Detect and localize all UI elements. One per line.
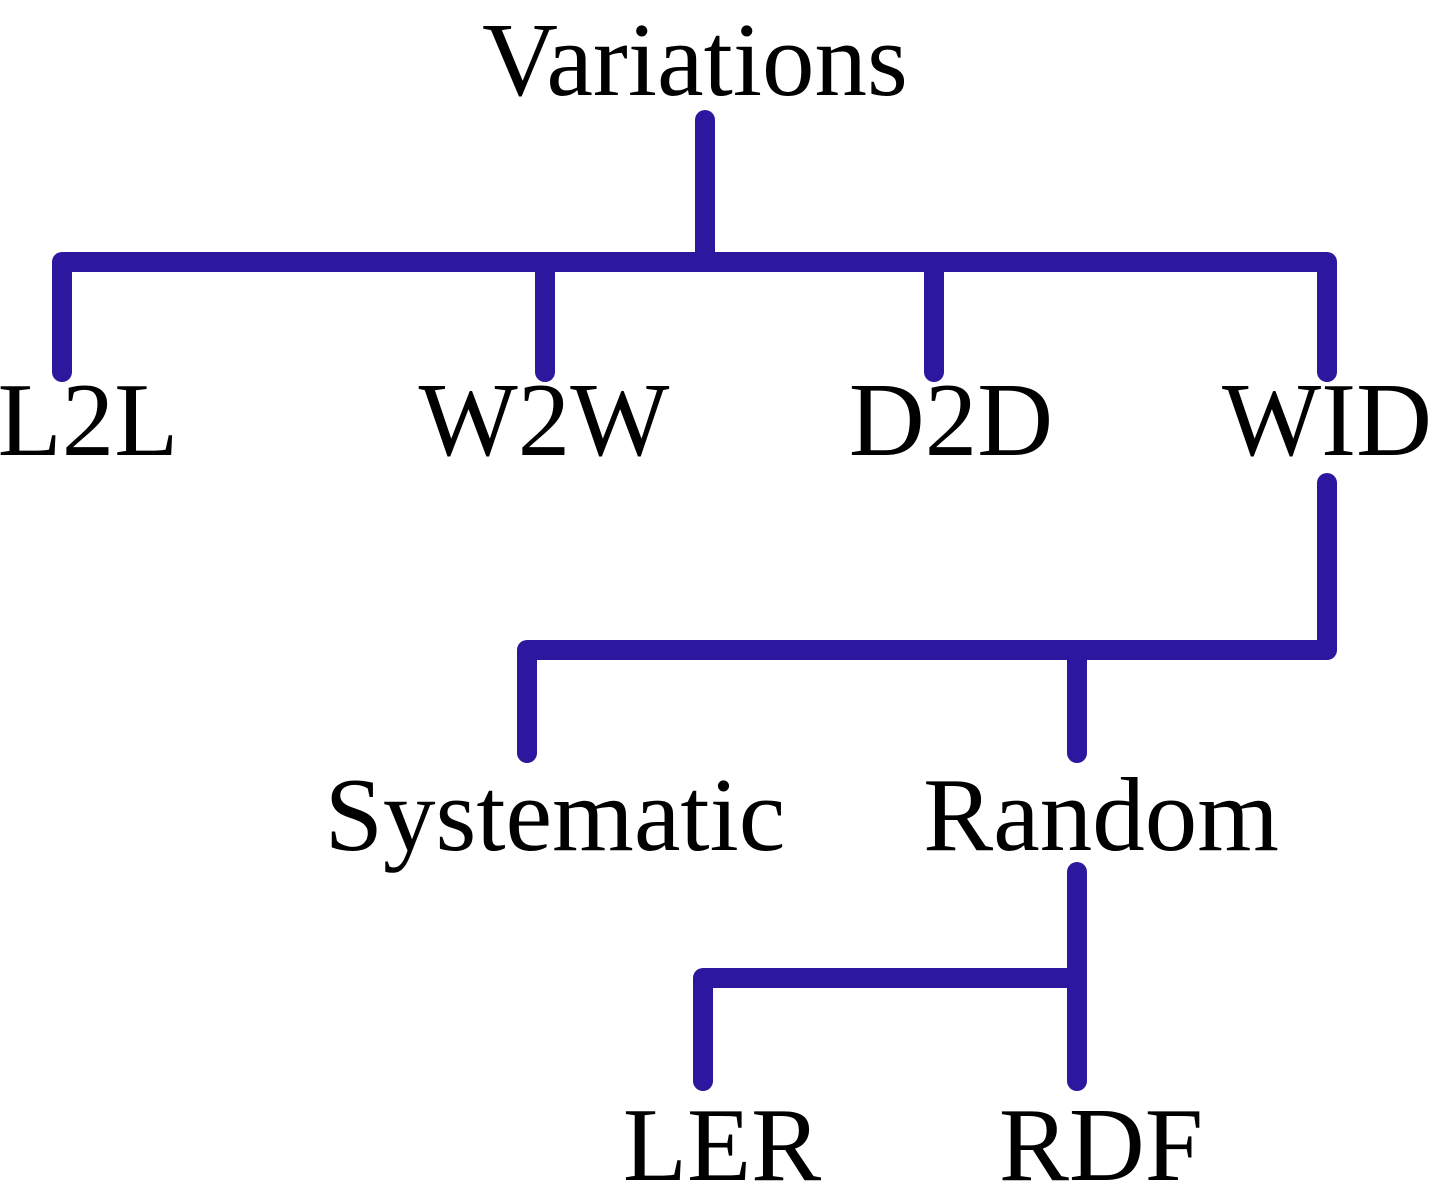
connector-level1-bar bbox=[52, 252, 1337, 382]
connector-level3-bar bbox=[693, 968, 1087, 1091]
node-random: Random bbox=[923, 756, 1279, 873]
node-rdf: RDF bbox=[998, 1086, 1204, 1192]
node-variations: Variations bbox=[482, 1, 908, 118]
node-wid: WID bbox=[1222, 361, 1432, 478]
node-systematic: Systematic bbox=[324, 756, 786, 873]
connector-wid-level2-bar bbox=[517, 473, 1337, 763]
node-w2w: W2W bbox=[418, 361, 670, 478]
node-l2l: L2L bbox=[0, 361, 179, 478]
node-ler: LER bbox=[622, 1086, 822, 1192]
node-d2d: D2D bbox=[848, 361, 1054, 478]
